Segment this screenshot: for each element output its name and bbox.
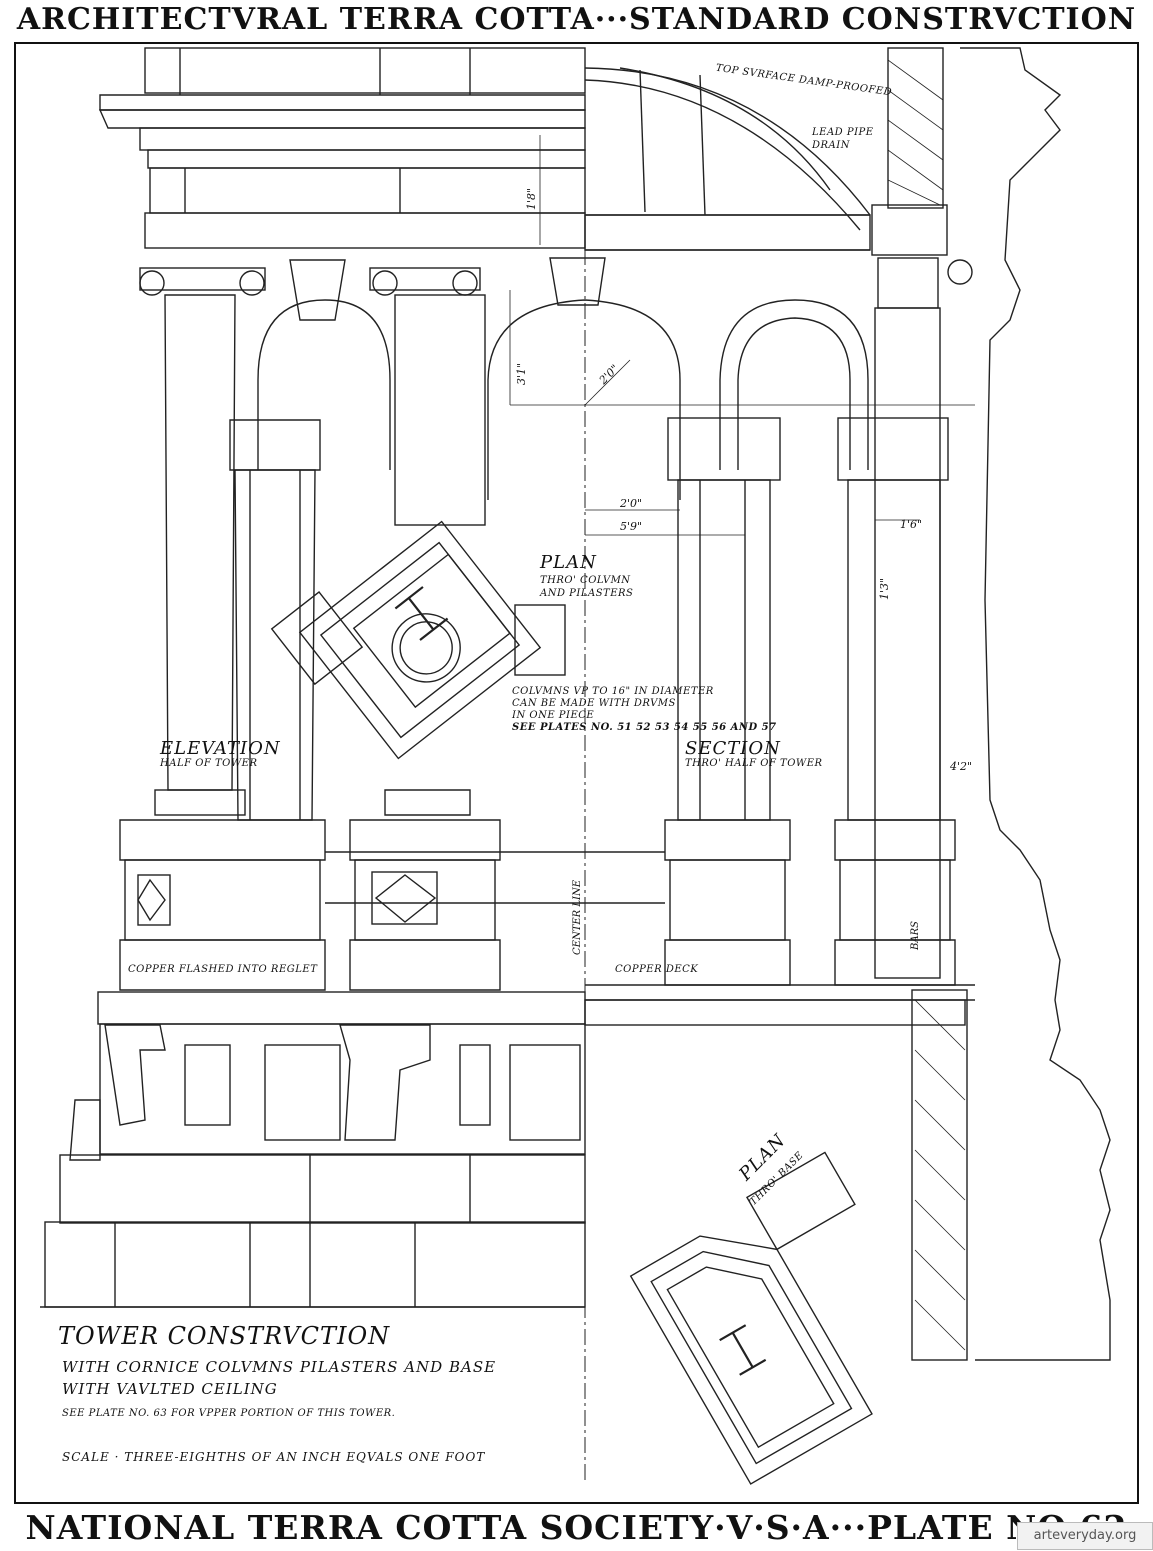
plate-footer-title: NATIONAL TERRA COTTA SOCIETY·V·S·A···PLA… (25, 1508, 1128, 1547)
dimension-arch-height: 3'1" (515, 362, 528, 385)
column-note-line-4: SEE PLATES NO. 51 52 53 54 55 56 AND 57 (512, 722, 777, 733)
caption-title: TOWER CONSTRVCTION (58, 1322, 391, 1350)
annotation-lead-pipe: LEAD PIPE DRAIN (812, 127, 874, 151)
section-subtitle: THRO' HALF OF TOWER (685, 758, 823, 769)
outer-profile (960, 47, 1111, 1361)
tower-base (40, 984, 975, 1308)
plan-column-subtitle-1: THRO' COLVMN (540, 575, 631, 586)
dimension-1-3: 1'3" (878, 577, 891, 600)
ionic-capitals (139, 257, 973, 321)
plate-header-title: ARCHITECTVRAL TERRA COTTA···STANDARD CON… (16, 2, 1137, 37)
annotation-center-line: CENTER LINE (572, 879, 583, 955)
column-note-line-1: COLVMNS VP TO 16" IN DIAMETER (512, 686, 714, 697)
column-note-line-3: IN ONE PIECE (512, 710, 595, 721)
plan-column-subtitle-2: AND PILASTERS (540, 588, 634, 599)
plan-base-drawing (629, 1151, 873, 1485)
dimension-1-8: 1'8" (525, 187, 538, 210)
annotation-copper-deck: COPPER DECK (615, 964, 699, 975)
vaulted-dome (584, 67, 871, 251)
column-note-line-2: CAN BE MADE WITH DRVMS (512, 698, 676, 709)
elevation-title: ELEVATION (160, 738, 281, 759)
dimension-4-2: 4'2" (950, 760, 973, 773)
caption-scale: SCALE · THREE-EIGHTHS OF AN INCH EQVALS … (62, 1450, 486, 1464)
caption-line-1: WITH CORNICE COLVMNS PILASTERS AND BASE (62, 1358, 497, 1376)
dimension-2-0: 2'0" (620, 497, 643, 510)
section-title: SECTION (685, 738, 781, 759)
dimension-1-6: 1'6" (900, 518, 923, 531)
pedestals (119, 819, 956, 991)
caption-line-2: WITH VAVLTED CEILING (62, 1380, 278, 1398)
section-wall (871, 47, 968, 1361)
annotation-copper-flashed: COPPER FLASHED INTO REGLET (128, 964, 318, 975)
caption-see-plate: SEE PLATE NO. 63 FOR VPPER PORTION OF TH… (62, 1408, 396, 1419)
plate-frame (14, 42, 1139, 1504)
dimension-lines (509, 135, 975, 536)
watermark-badge: arteveryday.org (1017, 1522, 1153, 1550)
arches (257, 299, 869, 500)
annotation-bars: BARS (910, 921, 921, 950)
plan-column-title: PLAN (540, 552, 597, 573)
elevation-subtitle: HALF OF TOWER (160, 758, 258, 769)
cornice (98, 47, 586, 249)
dimension-5-9: 5'9" (620, 520, 643, 533)
plan-column-drawing (270, 520, 542, 760)
